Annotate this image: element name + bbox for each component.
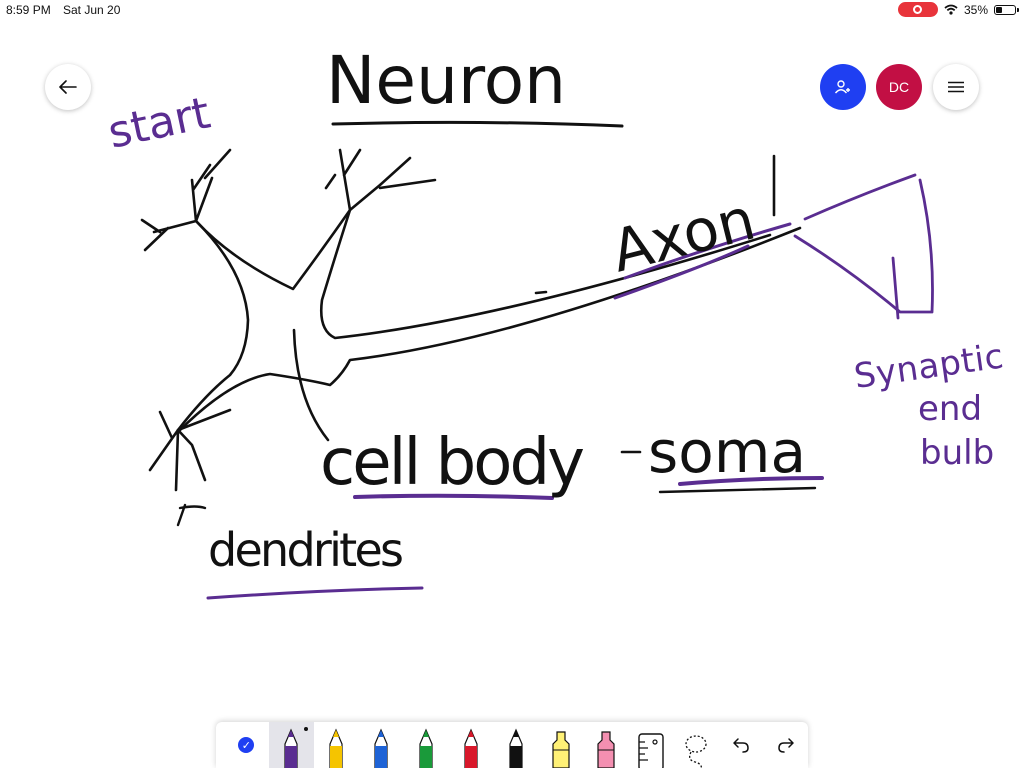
label-synaptic: Synaptic — [852, 336, 1006, 396]
pen-blue-button[interactable] — [359, 722, 404, 768]
lasso-button[interactable] — [674, 722, 719, 768]
pen-green-button[interactable] — [404, 722, 449, 768]
lasso-icon — [685, 735, 707, 768]
pen-icon — [509, 728, 523, 768]
hamburger-icon — [948, 81, 964, 93]
ruler-icon — [638, 733, 664, 768]
label-axon: Axon — [605, 185, 762, 286]
avatar-initials: DC — [888, 79, 910, 95]
cell-body-underline — [353, 493, 554, 500]
wifi-icon — [944, 4, 958, 15]
whiteboard-canvas[interactable]: Neuron start Axon Synaptic end bulb cell… — [0, 0, 1024, 722]
synaptic-end-bulb-drawing — [793, 173, 934, 320]
status-date: Sat Jun 20 — [63, 3, 121, 17]
pen-yellow-button[interactable] — [314, 722, 359, 768]
dendrites-arrow — [176, 503, 207, 527]
selected-indicator — [303, 727, 308, 731]
select-tool-button[interactable]: ✓ — [224, 722, 269, 768]
label-dendrites: dendrites — [208, 523, 404, 577]
highlighter-pink-button[interactable] — [584, 722, 629, 768]
neuron-drawing — [140, 148, 802, 492]
ruler-button[interactable] — [629, 722, 674, 768]
highlighter-icon — [597, 731, 615, 768]
label-soma: soma — [648, 418, 806, 486]
battery-percent: 35% — [963, 2, 988, 17]
avatar[interactable]: DC — [876, 64, 922, 110]
pen-black-button[interactable] — [494, 722, 539, 768]
label-end: end — [918, 389, 982, 429]
add-user-button[interactable] — [820, 64, 866, 110]
pen-icon — [464, 728, 478, 768]
drawing-toolbar: ✓ — [216, 722, 808, 768]
checkmark-icon: ✓ — [238, 737, 255, 753]
pen-icon — [419, 728, 433, 768]
undo-button[interactable] — [718, 722, 763, 768]
undo-icon — [733, 738, 749, 753]
pen-icon — [374, 728, 388, 768]
redo-button[interactable] — [763, 722, 808, 768]
soma-underline — [678, 476, 824, 486]
label-bulb: bulb — [920, 433, 994, 473]
pen-icon — [284, 728, 298, 768]
add-user-icon — [834, 80, 850, 94]
menu-button[interactable] — [933, 64, 979, 110]
pen-purple-button[interactable] — [268, 722, 314, 768]
status-bar: 8:59 PM Sat Jun 20 35% — [0, 0, 1024, 20]
highlighter-icon — [552, 731, 570, 768]
pen-red-button[interactable] — [449, 722, 494, 768]
dendrites-underline — [206, 586, 424, 600]
pen-icon — [329, 728, 343, 768]
screen-recording-icon[interactable] — [897, 2, 938, 17]
label-cell-body: cell body — [320, 426, 585, 500]
back-button[interactable] — [45, 64, 91, 110]
title-underline — [331, 120, 624, 128]
status-indicators: 35% — [897, 2, 1019, 17]
status-time: 8:59 PM — [6, 3, 51, 17]
highlighter-yellow-button[interactable] — [539, 722, 584, 768]
arrow-left-icon — [59, 80, 77, 94]
title-neuron: Neuron — [326, 42, 566, 119]
axon-highlight — [613, 222, 792, 300]
battery-icon — [994, 4, 1019, 15]
label-start: start — [104, 88, 215, 159]
redo-icon — [777, 738, 794, 753]
